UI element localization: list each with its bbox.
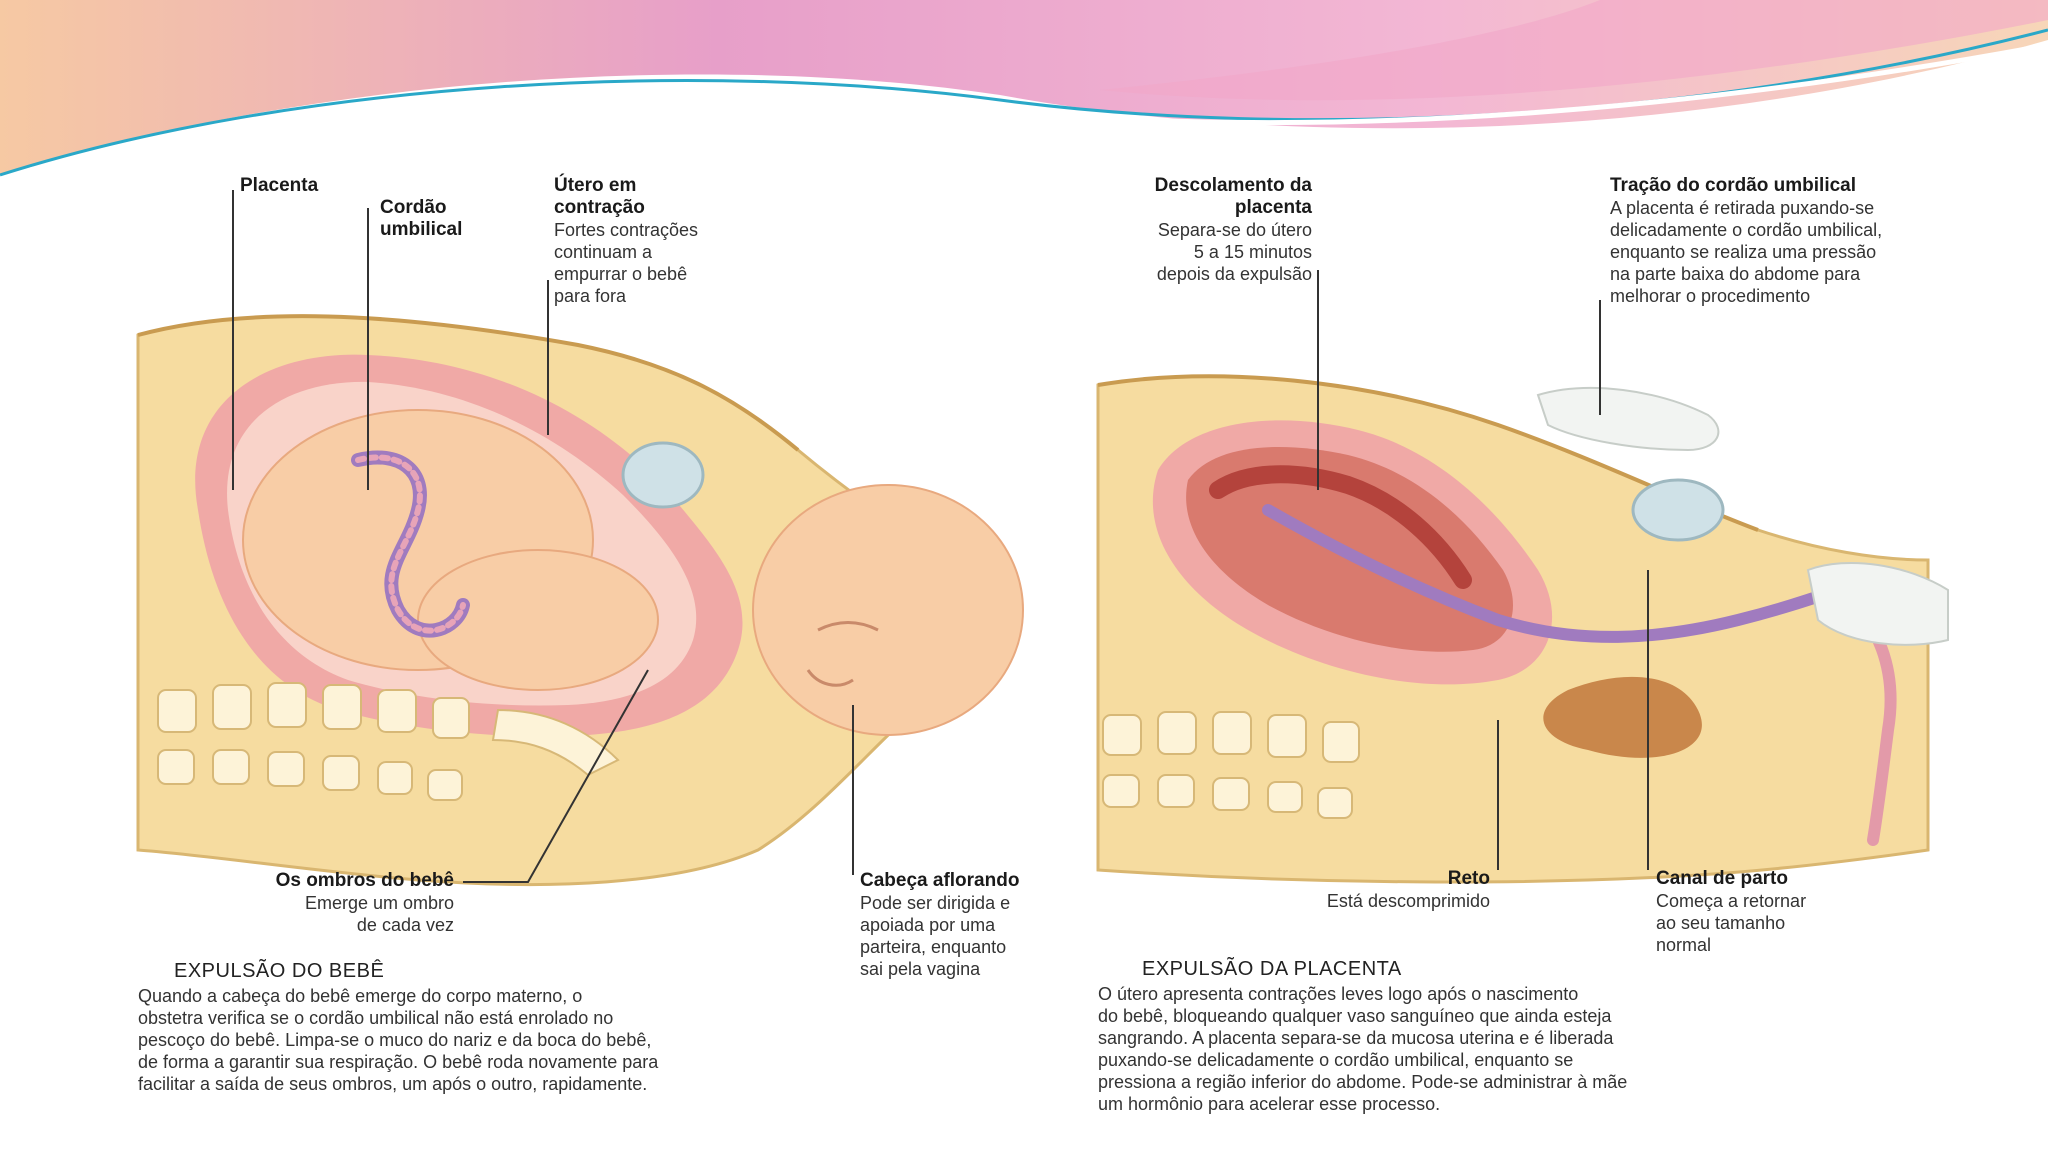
right-leader-lines [1317, 270, 1649, 870]
label-tracao: Tração do cordão umbilical A placenta é … [1610, 175, 1882, 307]
label-reto: Reto Está descomprimido [1278, 868, 1490, 912]
left-leader-lines [232, 190, 854, 883]
section-expulsao-placenta: EXPULSÃO DA PLACENTA O útero apresenta c… [1098, 958, 1818, 1115]
left-body-illustration [136, 314, 1024, 887]
label-reto-title: Reto [1447, 868, 1490, 889]
label-utero-desc: Fortes contrações continuam a empurrar o… [554, 220, 699, 306]
label-ombros: Os ombros do bebê Emerge um ombro de cad… [218, 870, 454, 936]
label-tracao-title: Tração do cordão umbilical [1610, 175, 1857, 196]
label-reto-desc: Está descomprimido [1326, 891, 1490, 911]
label-cordao-title: Cordão umbilical [380, 197, 463, 240]
section-expulsao-placenta-title: EXPULSÃO DA PLACENTA [1142, 958, 1402, 980]
label-placenta: Placenta [240, 175, 318, 197]
section-expulsao-bebe-text: Quando a cabeça do bebê emerge do corpo … [138, 986, 659, 1094]
label-ombros-title: Os ombros do bebê [275, 870, 454, 891]
label-cabeca-title: Cabeça aflorando [860, 870, 1020, 891]
label-canal: Canal de parto Começa a retornar ao seu … [1656, 868, 1806, 956]
label-utero-title: Útero em contração [554, 175, 645, 218]
label-cordao: Cordão umbilical [380, 175, 462, 263]
label-canal-title: Canal de parto [1656, 868, 1788, 889]
label-descolamento-title: Descolamento da placenta [1154, 175, 1312, 218]
label-placenta-title: Placenta [240, 175, 319, 196]
slide-banner [0, 0, 2048, 177]
section-expulsao-bebe: EXPULSÃO DO BEBÊ Quando a cabeça do bebê… [138, 960, 838, 1095]
section-expulsao-bebe-title: EXPULSÃO DO BEBÊ [174, 960, 385, 982]
label-cabeca-desc: Pode ser dirigida e apoiada por uma part… [860, 893, 1011, 979]
label-tracao-desc: A placenta é retirada puxando-se delicad… [1610, 198, 1883, 306]
label-ombros-desc: Emerge um ombro de cada vez [304, 893, 454, 935]
birth-diagram: Placenta Cordão umbilical Útero em contr… [118, 150, 1958, 1140]
label-canal-desc: Começa a retornar ao seu tamanho normal [1656, 891, 1807, 955]
label-descolamento: Descolamento da placenta Separa-se do út… [1118, 175, 1312, 285]
label-cabeca: Cabeça aflorando Pode ser dirigida e apo… [860, 870, 1019, 980]
label-descolamento-desc: Separa-se do útero 5 a 15 minutos depois… [1156, 220, 1312, 284]
section-expulsao-placenta-text: O útero apresenta contrações leves logo … [1098, 984, 1628, 1114]
diagram-illustration [136, 190, 1949, 887]
label-utero: Útero em contração Fortes contrações con… [554, 175, 698, 307]
right-body-illustration [1096, 374, 1949, 884]
